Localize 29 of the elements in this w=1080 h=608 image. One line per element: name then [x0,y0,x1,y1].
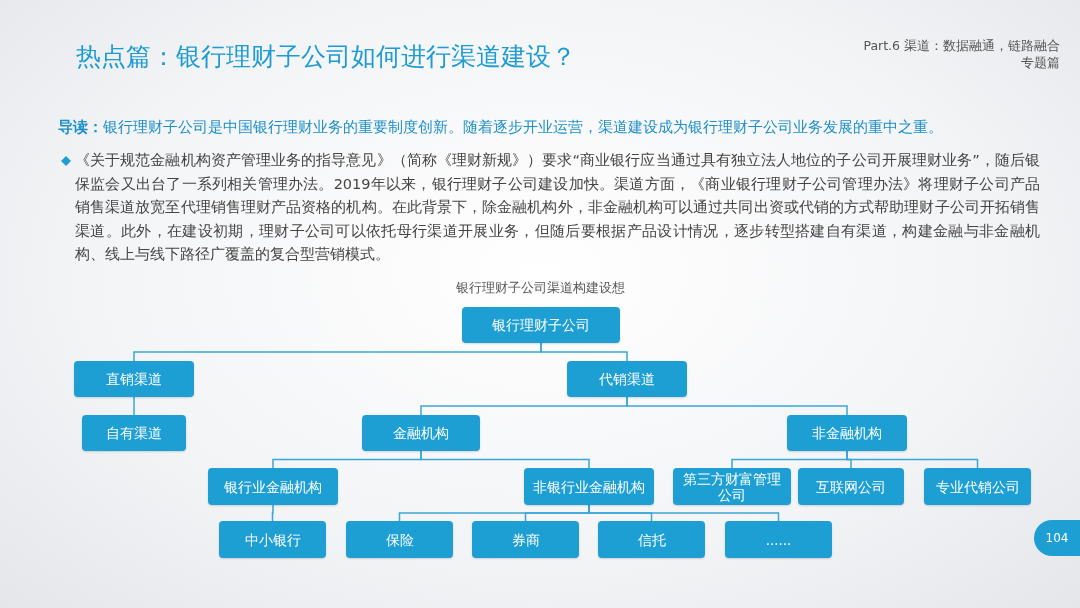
org-box: 金融机构 [362,415,480,451]
org-box: 互联网公司 [798,468,904,505]
body-paragraph: 《关于规范金融机构资产管理业务的指导意见》（简称《理财新规》）要求“商业银行应当通过具有独立法人地位的子公司开展理财业务”，随后银保监会又出台了一系列相关管理办法。2019年以来，银行理财子公司建设加快。渠道方面，《商业银行理财子公司管理办法》将理财子公司产品销售渠道放宽至代理销售理财产品资格的机构。在此背景下，除金融机构外，非金融机构可以通过共同出资或代销的方式帮助理财子公司开拓销售渠道。此外，在建设初期，理财子公司可以依托母行渠道开展业务，但随后要根据产品设计情况，逐步转型搭建自有渠道，构建金融与非金融机构、线上与线下路径广覆盖的复合型营销模式。 [75,151,1040,264]
org-box: 第三方财富管理公司 [673,468,791,505]
connector-line [626,396,848,416]
org-box: 专业代销公司 [924,468,1031,505]
connector-line [846,450,979,469]
section-label: 专题篇 [1020,55,1060,72]
connector-line [133,396,135,416]
page-title: 热点篇：银行理财子公司如何进行渠道建设？ [76,41,576,73]
org-box: 银行业金融机构 [208,468,338,505]
org-box: 保险 [346,521,453,558]
section-label: Part.6 渠道：数据融通，链路融合 [863,38,1060,55]
org-box: 直销渠道 [74,361,194,397]
org-box: 信托 [598,521,705,558]
page-number: 104 [1034,520,1080,556]
diagram-caption: 银行理财子公司渠道构建设想 [455,280,625,297]
connector-line [420,450,590,469]
org-box: 中小银行 [219,521,326,558]
org-box: 非金融机构 [787,415,907,451]
org-box: 自有渠道 [82,415,186,451]
intro-paragraph: 导读：银行理财子公司是中国银行理财业务的重要制度创新。随着逐步开业运营，渠道建设成为银行理财子公司业务发展的重中之重。 [58,118,944,137]
connector-line [271,504,274,522]
org-box: 券商 [472,521,579,558]
org-box: 代销渠道 [567,361,687,397]
org-box: 非银行业金融机构 [524,468,654,505]
org-box: 银行理财子公司 [462,307,620,343]
org-box: ...... [725,521,832,558]
connector-line [540,342,628,362]
